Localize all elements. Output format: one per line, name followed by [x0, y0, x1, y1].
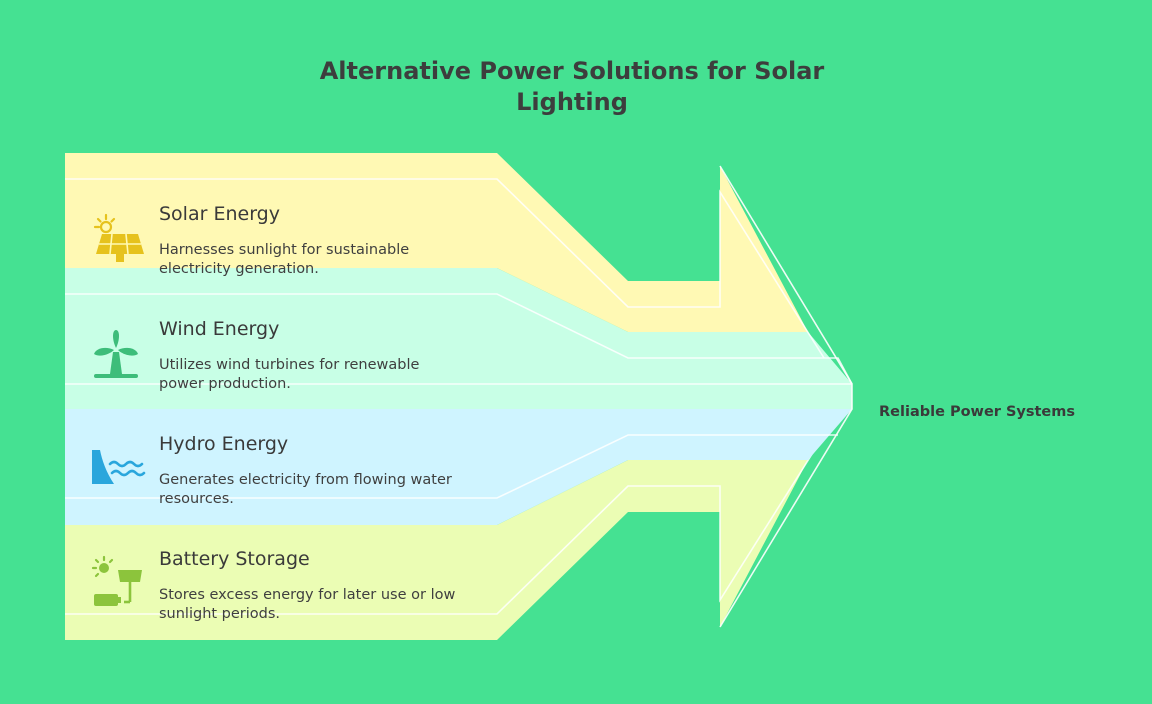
hydro-energy-title: Hydro Energy	[159, 433, 288, 455]
solar-energy-title: Solar Energy	[159, 203, 280, 225]
item-hydro-energy: Hydro Energy Generates electricity from …	[92, 433, 452, 507]
solar-panel-icon	[93, 213, 144, 262]
hydro-dam-icon	[92, 450, 146, 484]
hydro-energy-desc-line-1: Generates electricity from flowing water	[159, 472, 452, 488]
item-battery-storage: Battery Storage Stores excess energy for…	[91, 548, 455, 622]
hydro-energy-desc-line-2: resources.	[159, 491, 234, 507]
wind-energy-title: Wind Energy	[159, 318, 279, 340]
battery-solar-icon	[91, 555, 142, 606]
band-hydro-line	[65, 434, 838, 499]
band-hydro-energy	[65, 409, 852, 525]
wind-energy-desc-line-2: power production.	[159, 376, 291, 392]
band-battery-storage	[65, 434, 825, 640]
band-battery-line	[65, 434, 825, 615]
band-solar-shape	[65, 153, 808, 332]
band-wind-shape	[65, 268, 852, 409]
arrow-head-outline	[719, 165, 853, 628]
wind-energy-desc-line-1: Utilizes wind turbines for renewable	[159, 357, 420, 373]
item-solar-energy: Solar Energy Harnesses sunlight for sust…	[93, 203, 409, 277]
solar-energy-desc-line-2: electricity generation.	[159, 261, 319, 277]
band-wind-energy	[65, 268, 853, 409]
target-label: Reliable Power Systems	[879, 404, 1075, 420]
band-solar-energy	[65, 153, 825, 359]
band-hydro-shape	[65, 409, 852, 525]
diagram-title-line-2: Lighting	[516, 88, 628, 116]
battery-storage-desc-line-1: Stores excess energy for later use or lo…	[159, 587, 455, 603]
battery-storage-title: Battery Storage	[159, 548, 310, 570]
diagram-title-line-1: Alternative Power Solutions for Solar	[320, 57, 825, 85]
wind-turbine-icon	[94, 330, 138, 378]
solar-energy-desc-line-1: Harnesses sunlight for sustainable	[159, 242, 409, 258]
item-wind-energy: Wind Energy Utilizes wind turbines for r…	[94, 318, 420, 392]
band-wind-line	[65, 293, 853, 385]
band-solar-line	[65, 178, 825, 359]
band-battery-shape	[65, 460, 808, 640]
battery-storage-desc-line-2: sunlight periods.	[159, 606, 280, 622]
